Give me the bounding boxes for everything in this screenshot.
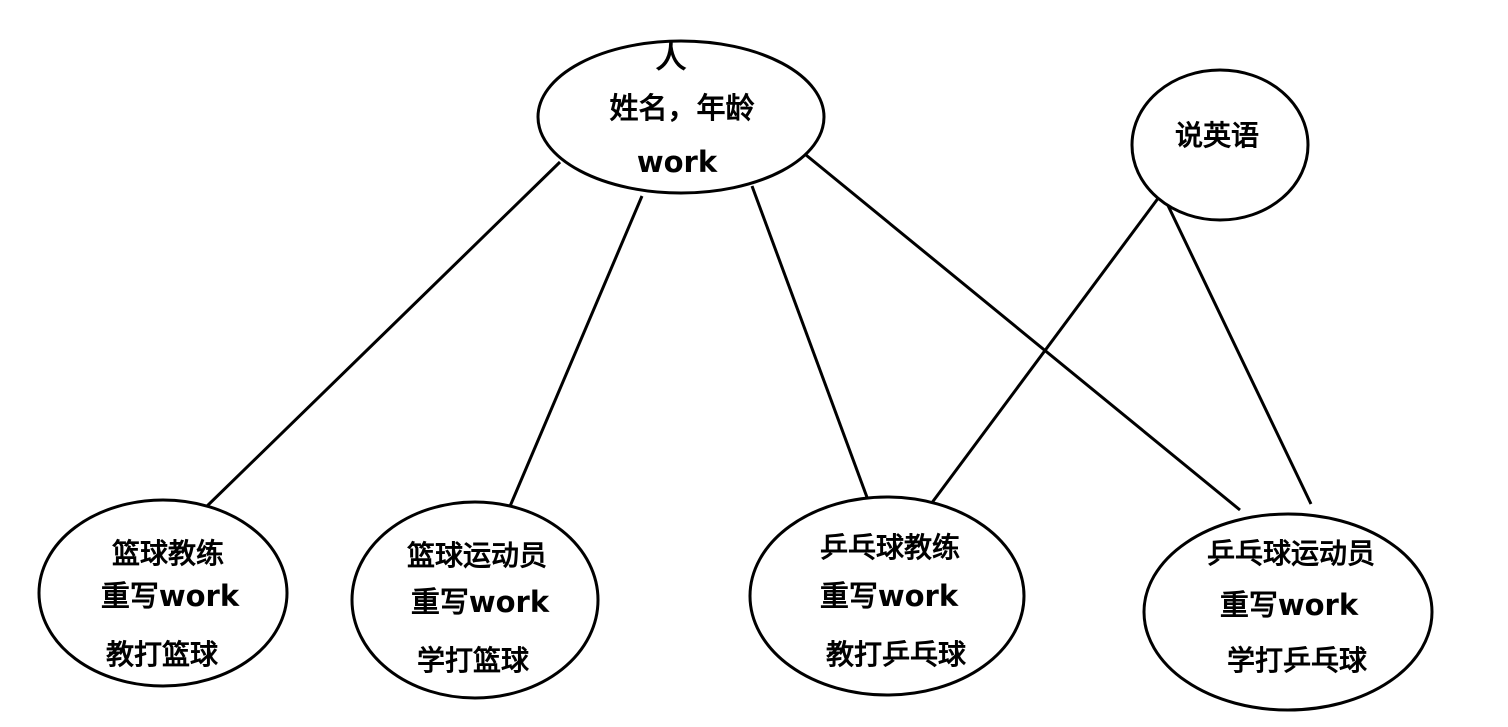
node-basketball-player-action: 学打篮球 (417, 644, 530, 677)
node-basketball-coach-shape (37, 498, 289, 688)
node-english-label: 说英语 (1175, 119, 1259, 152)
node-basketball-coach: 篮球教练 重写work 教打篮球 (37, 498, 289, 688)
node-basketball-player: 篮球运动员 重写work 学打篮球 (350, 500, 600, 700)
edge-english-pingpong-player (1160, 192, 1313, 505)
edge-person-pingpong-coach (750, 185, 870, 501)
node-person-fields: 姓名，年龄 (609, 91, 755, 125)
node-pingpong-player-shape (1142, 512, 1434, 712)
node-person-shape (536, 39, 826, 195)
node-pingpong-player-action: 学打乒乓球 (1227, 644, 1368, 677)
edge-person-pingpong-player (805, 153, 1241, 512)
node-english: 说英语 (1130, 68, 1310, 222)
node-person-title: 人 (656, 40, 687, 76)
edge-english-pingpong-coach (929, 192, 1164, 505)
edge-person-basketball-player (506, 195, 644, 512)
node-basketball-player-title: 篮球运动员 (406, 539, 547, 572)
node-pingpong-coach-title: 乒乓球教练 (820, 531, 960, 564)
node-person-method: work (637, 145, 718, 179)
edge-person-basketball-coach (201, 160, 562, 512)
node-pingpong-coach-shape (748, 495, 1026, 697)
node-person: 人 姓名，年龄 work (536, 39, 826, 195)
node-english-shape (1130, 68, 1310, 222)
node-pingpong-coach-method: 重写work (820, 579, 959, 613)
node-basketball-coach-title: 篮球教练 (111, 537, 224, 570)
node-pingpong-coach: 乒乓球教练 重写work 教打乒乓球 (748, 495, 1026, 697)
node-pingpong-player-title: 乒乓球运动员 (1207, 537, 1375, 570)
node-basketball-player-shape (350, 500, 600, 700)
node-pingpong-coach-action: 教打乒乓球 (826, 638, 967, 671)
node-pingpong-player: 乒乓球运动员 重写work 学打乒乓球 (1142, 512, 1434, 712)
node-pingpong-player-method: 重写work (1220, 588, 1359, 622)
node-basketball-coach-action: 教打篮球 (106, 638, 219, 671)
node-basketball-coach-method: 重写work (101, 579, 240, 613)
node-basketball-player-method: 重写work (411, 585, 550, 619)
